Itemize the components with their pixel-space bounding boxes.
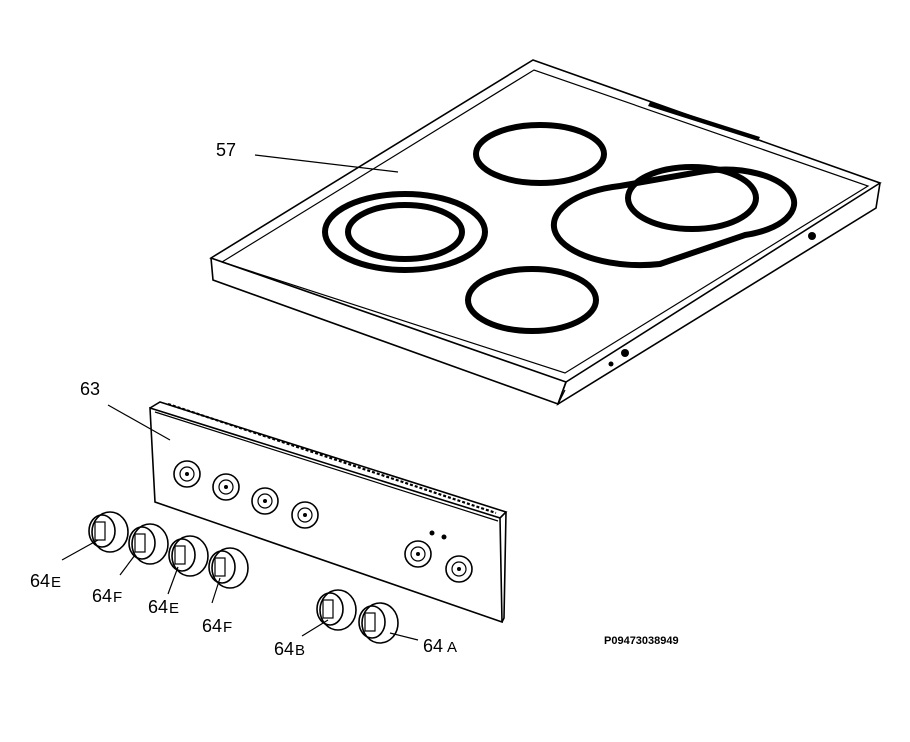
label-knob: 64B [274, 639, 305, 659]
cooking-zone-front-left-inner [345, 202, 465, 262]
panel-knob-hole [291, 501, 319, 529]
label-part-63: 63 [80, 379, 100, 399]
control-knob [88, 511, 129, 553]
label-knob: 64E [148, 597, 179, 617]
panel-knob-hole [212, 473, 240, 501]
panel-knob-hole [404, 540, 432, 568]
hob-fixing-hole [808, 232, 816, 240]
hob-side-edge [556, 182, 881, 406]
panel-knob-hole [173, 460, 201, 488]
cooking-zone-oval-inner [625, 164, 759, 232]
panel-front-face [149, 406, 503, 624]
control-knob [208, 547, 249, 589]
label-knob: 64F [92, 586, 122, 606]
hob-fixing-hole [621, 349, 629, 357]
control-panel [149, 401, 508, 624]
control-knob [316, 589, 357, 631]
cooking-zone-front-right [465, 266, 599, 334]
drawing-code: P09473038949 [604, 635, 679, 647]
control-knob [128, 523, 169, 565]
panel-knob-hole [445, 555, 473, 583]
hob-inner-rim [221, 69, 870, 374]
cooking-zone-oval-extended [550, 166, 798, 269]
cooking-zone-front-left-outer [322, 191, 488, 273]
cooking-zone-rear-left [473, 122, 607, 186]
label-knob: 64F [202, 616, 232, 636]
panel-top-detail [167, 402, 497, 515]
panel-knob-hole [251, 487, 279, 515]
label-part-57: 57 [216, 140, 236, 160]
leader-lines [61, 154, 419, 641]
control-knob [168, 535, 209, 577]
label-knob: 64E [30, 571, 61, 591]
hob-fixing-hole [608, 361, 614, 367]
hob-rear-strip [648, 102, 760, 141]
ceramic-hob-top [209, 59, 882, 406]
control-knob [358, 602, 399, 644]
indicator-light [441, 534, 447, 540]
indicator-light [429, 530, 435, 536]
